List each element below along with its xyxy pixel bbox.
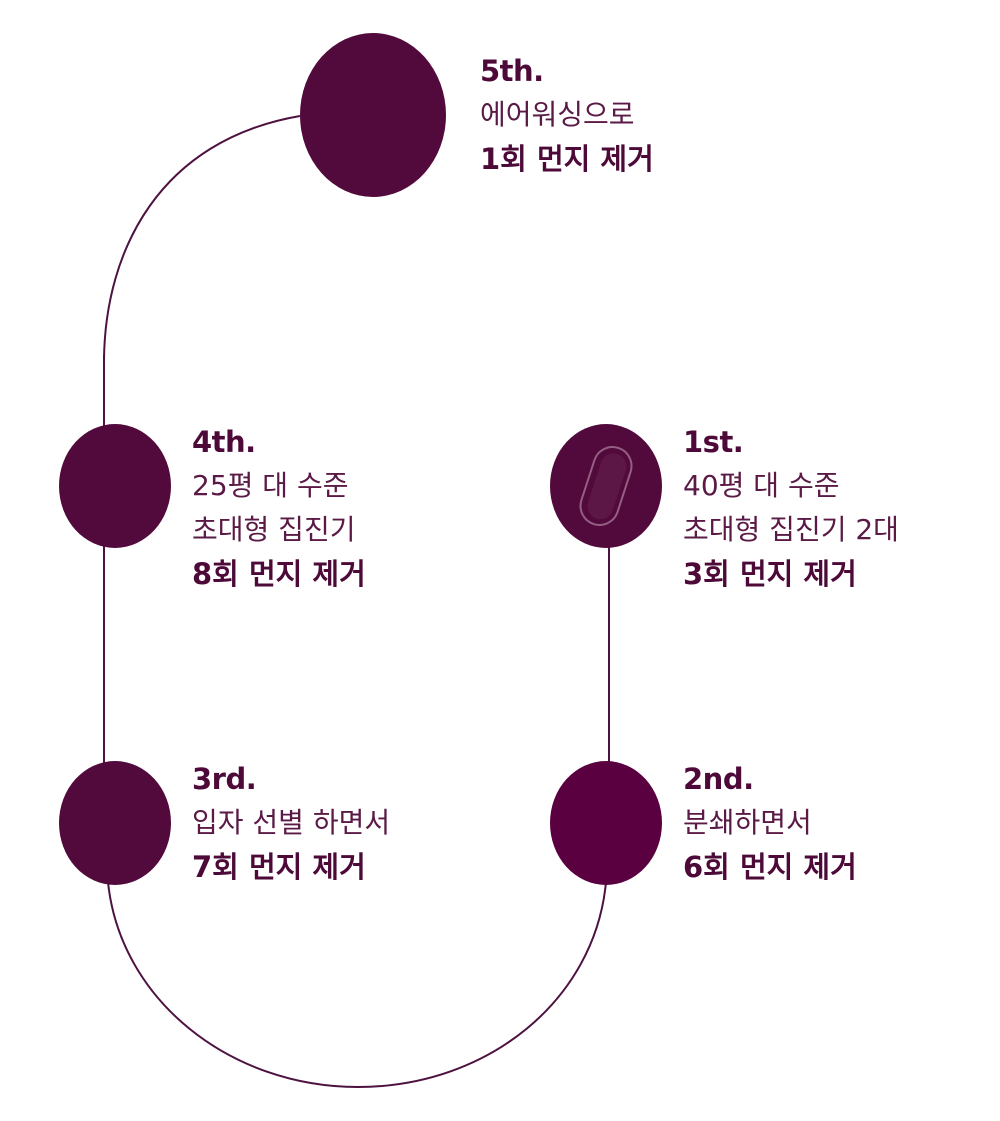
step-description: 40평 대 수준 bbox=[683, 469, 840, 502]
step-5-text: 5th. 에어워싱으로 1회 먼지 제거 bbox=[480, 49, 780, 181]
step-description: 초대형 집진기 2대 bbox=[683, 513, 899, 546]
step-result: 1회 먼지 제거 bbox=[480, 142, 654, 176]
node-step-2 bbox=[550, 761, 662, 885]
node-step-1 bbox=[550, 424, 662, 548]
step-number: 1st. bbox=[683, 425, 744, 459]
step-number: 2nd. bbox=[683, 762, 754, 796]
step-number: 4th. bbox=[192, 425, 256, 459]
step-description: 25평 대 수준 bbox=[192, 469, 349, 502]
node-step-4 bbox=[59, 424, 171, 548]
step-number: 3rd. bbox=[192, 762, 257, 796]
step-description: 분쇄하면서 bbox=[683, 806, 812, 839]
step-2-text: 2nd. 분쇄하면서 6회 먼지 제거 bbox=[683, 757, 983, 889]
step-description: 초대형 집진기 bbox=[192, 513, 356, 546]
step-result: 7회 먼지 제거 bbox=[192, 850, 366, 884]
step-result: 8회 먼지 제거 bbox=[192, 557, 366, 591]
step-3-text: 3rd. 입자 선별 하면서 7회 먼지 제거 bbox=[192, 757, 492, 889]
flow-path-bottom-arc bbox=[107, 881, 607, 1089]
step-description: 입자 선별 하면서 bbox=[192, 806, 391, 839]
step-description: 에어워싱으로 bbox=[480, 98, 635, 131]
step-result: 3회 먼지 제거 bbox=[683, 557, 857, 591]
step-4-text: 4th. 25평 대 수준 초대형 집진기 8회 먼지 제거 bbox=[192, 420, 492, 596]
step-1-text: 1st. 40평 대 수준 초대형 집진기 2대 3회 먼지 제거 bbox=[683, 420, 983, 596]
node-step-5 bbox=[300, 33, 446, 197]
step-result: 6회 먼지 제거 bbox=[683, 850, 857, 884]
glass-capsule-icon bbox=[579, 446, 633, 526]
node-step-3 bbox=[59, 761, 171, 885]
step-number: 5th. bbox=[480, 54, 544, 88]
flow-path-top-arc bbox=[103, 115, 301, 361]
